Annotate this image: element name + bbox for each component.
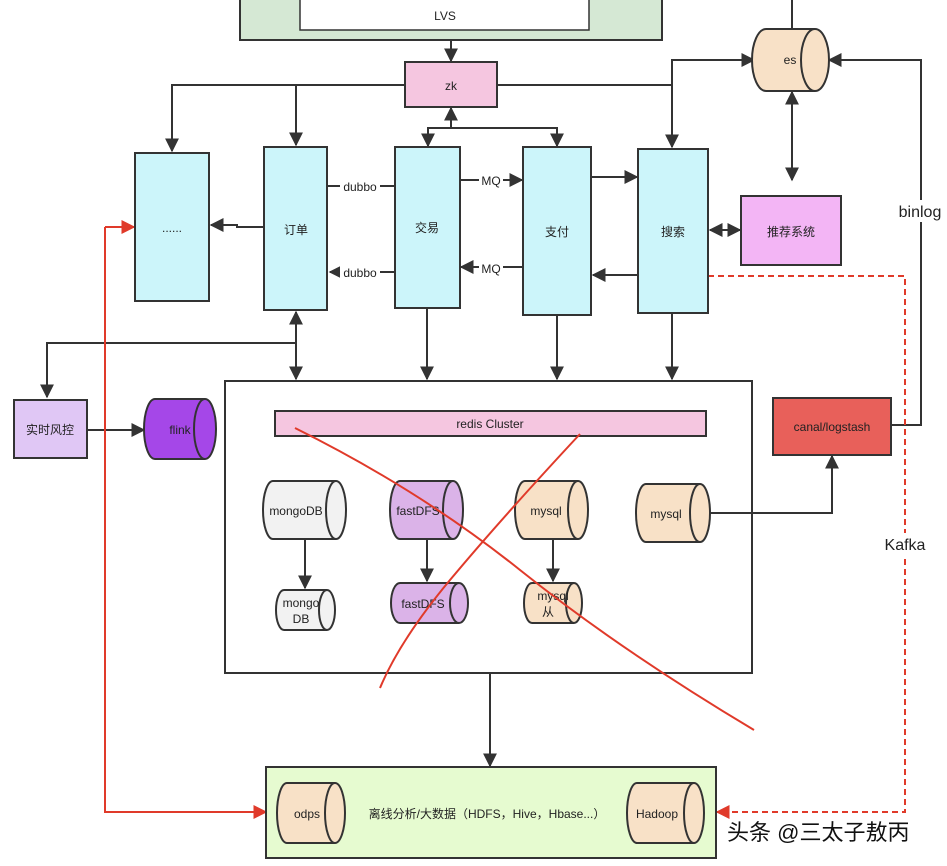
more-services-node bbox=[134, 152, 210, 302]
mq-bottom-bg bbox=[479, 261, 503, 275]
binlog-label: binlog bbox=[899, 204, 942, 221]
fastdfs-node bbox=[389, 480, 464, 540]
order-label: 订单 bbox=[284, 223, 308, 237]
mongodb-replica-label-1: mongo bbox=[283, 596, 320, 610]
trade-label: 交易 bbox=[415, 220, 439, 235]
hadoop-label: Hadoop bbox=[636, 807, 678, 821]
binlog-bg bbox=[893, 200, 947, 222]
dubbo-top-bg bbox=[340, 179, 380, 193]
flink-label: flink bbox=[169, 423, 191, 437]
mongodb-replica-label-2: DB bbox=[293, 612, 310, 626]
canal-logstash-node bbox=[772, 397, 892, 456]
es-label: es bbox=[784, 53, 797, 67]
edge-zk-pay bbox=[427, 127, 564, 148]
dubbo-bottom-bg bbox=[340, 265, 380, 279]
odps-label: odps bbox=[294, 807, 320, 821]
offline-bigdata-label: 离线分析/大数据（HDFS，Hive，Hbase...） bbox=[369, 806, 606, 821]
edge-order-dots bbox=[209, 218, 264, 232]
storage-container bbox=[224, 380, 753, 674]
edge-order-risk bbox=[40, 342, 296, 399]
lvs-label: LVS bbox=[434, 9, 456, 23]
recommend-label: 推荐系统 bbox=[767, 225, 815, 239]
mongodb-replica-node bbox=[275, 589, 336, 631]
mq-top-label: MQ bbox=[481, 174, 500, 188]
mysql-search-node bbox=[635, 483, 711, 543]
canal-logstash-label: canal/logstash bbox=[794, 420, 871, 434]
mysql-replica-label-2: 从 bbox=[542, 605, 554, 619]
watermark-text: 头条 @三太子敖丙 bbox=[727, 820, 909, 845]
mysql-replica-node bbox=[523, 582, 583, 624]
mq-top-bg bbox=[479, 173, 503, 187]
red-cross-stroke-2 bbox=[379, 433, 581, 689]
dubbo-bottom-label: dubbo bbox=[343, 266, 377, 280]
mongodb-node bbox=[262, 480, 347, 540]
more-services-label: ...... bbox=[162, 221, 182, 235]
odps-node bbox=[276, 782, 346, 844]
zk-label: zk bbox=[445, 79, 458, 93]
edge-kafka bbox=[708, 275, 906, 819]
dubbo-top-label: dubbo bbox=[343, 180, 377, 194]
es-node bbox=[751, 28, 830, 92]
redis-cluster-label: redis Cluster bbox=[456, 417, 523, 431]
edge-mysql-canal bbox=[709, 454, 839, 514]
fastdfs-label: fastDFS bbox=[396, 504, 439, 518]
search-label: 搜索 bbox=[661, 224, 685, 239]
mysql-search-label: mysql bbox=[650, 507, 681, 521]
mysql-node bbox=[514, 480, 589, 540]
order-node bbox=[263, 146, 328, 311]
lvs-box bbox=[299, 0, 590, 31]
pay-label: 支付 bbox=[545, 225, 569, 239]
hadoop-node bbox=[626, 782, 705, 844]
edge-zk-dots bbox=[165, 84, 404, 153]
mysql-label: mysql bbox=[530, 504, 561, 518]
search-node bbox=[637, 148, 709, 314]
risk-control-node bbox=[13, 399, 88, 459]
pay-node bbox=[522, 146, 592, 316]
redis-cluster-node bbox=[274, 410, 707, 437]
risk-control-label: 实时风控 bbox=[26, 422, 74, 437]
edge-red-offline bbox=[104, 227, 268, 819]
flink-node bbox=[143, 398, 217, 460]
trade-node bbox=[394, 146, 461, 309]
kafka-bg bbox=[876, 533, 934, 555]
recommend-node bbox=[740, 195, 842, 266]
mq-bottom-label: MQ bbox=[481, 262, 500, 276]
edge-canal-es bbox=[827, 53, 922, 426]
connector-lines bbox=[40, 0, 922, 768]
fastdfs-replica-label: fastDFS bbox=[401, 597, 444, 611]
red-cross-marks bbox=[294, 427, 755, 731]
zk-node bbox=[404, 61, 498, 108]
mongodb-label: mongoDB bbox=[269, 504, 322, 518]
edge-zk-es bbox=[497, 53, 756, 86]
red-cross-stroke-1 bbox=[294, 427, 755, 731]
fastdfs-replica-node bbox=[390, 582, 469, 624]
kafka-label: Kafka bbox=[885, 537, 926, 554]
